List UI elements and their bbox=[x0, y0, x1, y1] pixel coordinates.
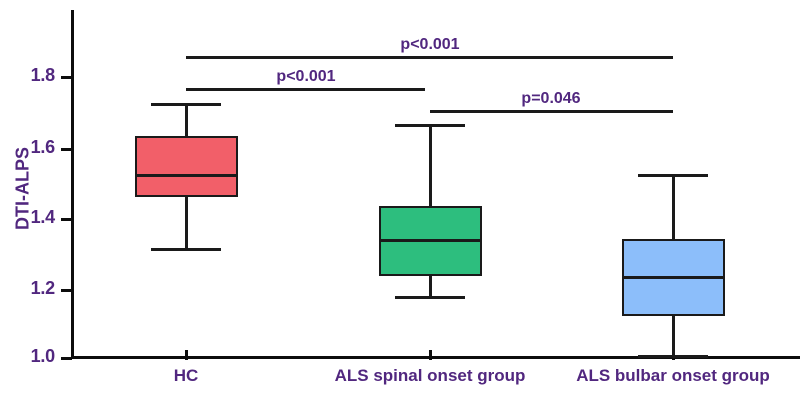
whisker-cap-lower-bulbar bbox=[638, 355, 708, 358]
sig-label-spinal-bulbar: p=0.046 bbox=[521, 90, 581, 107]
y-tick-mark-1.0 bbox=[61, 357, 72, 360]
sig-bracket-hc-bulbar bbox=[186, 56, 673, 59]
x-tick-mark-hc bbox=[185, 350, 188, 360]
sig-bracket-spinal-bulbar bbox=[430, 110, 673, 113]
box-rect-hc bbox=[135, 136, 238, 197]
x-axis-line bbox=[71, 356, 800, 359]
x-tick-mark-spinal bbox=[429, 350, 432, 360]
y-tick-mark-1.4 bbox=[61, 218, 72, 221]
whisker-cap-lower-spinal bbox=[395, 296, 465, 299]
y-tick-label-1.8: 1.8 bbox=[30, 65, 56, 85]
whisker-stem-lower-spinal bbox=[429, 274, 432, 299]
y-tick-label-1.2: 1.2 bbox=[30, 278, 56, 298]
whisker-stem-upper-hc bbox=[185, 103, 188, 138]
sig-label-hc-bulbar: p<0.001 bbox=[400, 36, 460, 53]
y-tick-label-1.0: 1.0 bbox=[30, 346, 56, 366]
whisker-stem-lower-bulbar bbox=[672, 314, 675, 357]
median-line-spinal bbox=[379, 239, 482, 242]
x-tick-label-hc: HC bbox=[173, 366, 199, 385]
y-tick-mark-1.6 bbox=[61, 148, 72, 151]
x-tick-label-spinal: ALS spinal onset group bbox=[334, 366, 526, 385]
y-tick-mark-1.8 bbox=[61, 76, 72, 79]
y-tick-label-1.6: 1.6 bbox=[30, 137, 56, 157]
whisker-stem-lower-hc bbox=[185, 196, 188, 251]
whisker-stem-upper-spinal bbox=[429, 124, 432, 209]
sig-label-hc-spinal: p<0.001 bbox=[276, 68, 336, 85]
x-tick-label-bulbar: ALS bulbar onset group bbox=[576, 366, 770, 385]
y-axis-line bbox=[71, 10, 74, 358]
y-tick-label-1.4: 1.4 bbox=[30, 207, 56, 227]
y-tick-mark-1.2 bbox=[61, 289, 72, 292]
whisker-cap-lower-hc bbox=[151, 248, 221, 251]
whisker-stem-upper-bulbar bbox=[672, 174, 675, 241]
median-line-hc bbox=[135, 174, 238, 177]
sig-bracket-hc-spinal bbox=[186, 88, 425, 91]
median-line-bulbar bbox=[622, 276, 725, 279]
